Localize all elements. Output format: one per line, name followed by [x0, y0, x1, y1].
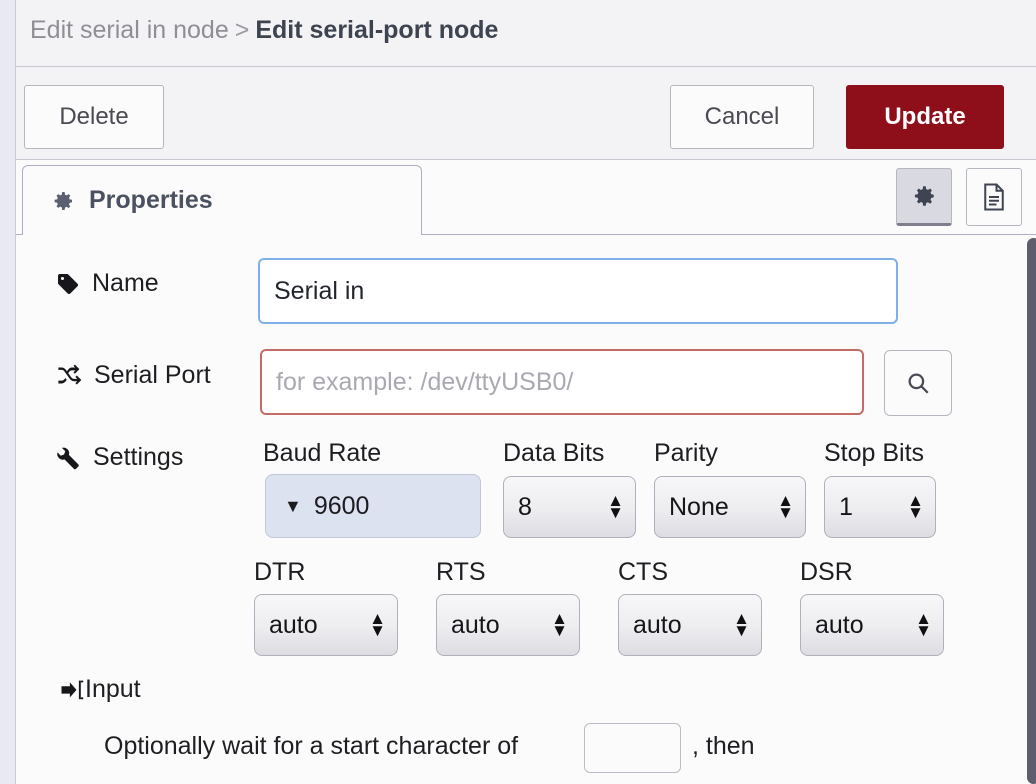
data-bits-wrap: 8 ▲▼: [503, 476, 636, 538]
rts-wrap: auto ▲▼: [436, 594, 580, 656]
dialog-body: Edit serial in node>Edit serial-port nod…: [16, 0, 1036, 784]
baud-rate-combo[interactable]: ▼ 9600: [265, 474, 481, 538]
dsr-label: DSR: [800, 558, 853, 586]
breadcrumb-separator: >: [234, 16, 250, 44]
tab-properties[interactable]: Properties: [22, 165, 422, 235]
settings-label-text: Settings: [93, 443, 184, 471]
cts-wrap: auto ▲▼: [618, 594, 762, 656]
update-button[interactable]: Update: [846, 85, 1004, 149]
tab-properties-label: Properties: [89, 186, 213, 214]
cts-select[interactable]: auto: [618, 594, 762, 656]
parity-wrap: None ▲▼: [654, 476, 806, 538]
cancel-button[interactable]: Cancel: [670, 85, 814, 149]
parity-select[interactable]: None: [654, 476, 806, 538]
row-serial-port: Serial Port: [16, 339, 1016, 429]
start-character-input[interactable]: [584, 723, 681, 773]
breadcrumb: Edit serial in node>Edit serial-port nod…: [30, 16, 498, 45]
chevron-down-icon: ▼: [284, 495, 302, 516]
data-bits-select[interactable]: 8: [503, 476, 636, 538]
gear-icon: [911, 183, 937, 209]
start-character-sentence-before: Optionally wait for a start character of: [104, 732, 519, 760]
tag-icon: [56, 272, 80, 296]
gear-icon: [51, 189, 75, 213]
serial-port-label-text: Serial Port: [94, 361, 211, 389]
serial-port-search-button[interactable]: [884, 350, 952, 416]
breadcrumb-parent[interactable]: Edit serial in node: [30, 16, 229, 44]
serial-port-label: Serial Port: [56, 361, 211, 390]
input-section-label-text: Input: [85, 675, 141, 703]
stop-bits-label: Stop Bits: [824, 439, 925, 467]
tab-bar-underline: [16, 234, 1036, 235]
data-bits-label: Data Bits: [503, 439, 605, 467]
properties-panel-button[interactable]: [896, 168, 952, 226]
dtr-select[interactable]: auto: [254, 594, 398, 656]
serial-port-input[interactable]: [260, 349, 864, 415]
scrollbar-thumb[interactable]: [1027, 238, 1036, 784]
breadcrumb-current: Edit serial-port node: [255, 16, 499, 44]
description-icon: [981, 182, 1007, 212]
dialog-left-edge: [0, 0, 16, 784]
name-input[interactable]: [258, 258, 898, 324]
input-section-label: Input: [60, 675, 141, 704]
settings-label: Settings: [56, 443, 183, 472]
tab-bar: Properties: [16, 160, 1036, 235]
rts-select[interactable]: auto: [436, 594, 580, 656]
row-name: Name: [16, 247, 1016, 337]
dsr-wrap: auto ▲▼: [800, 594, 944, 656]
description-panel-button[interactable]: [966, 168, 1022, 226]
dialog-action-bar: Delete Cancel Update: [16, 67, 1036, 160]
search-icon: [905, 370, 931, 396]
sign-in-icon: [60, 679, 85, 701]
dsr-select[interactable]: auto: [800, 594, 944, 656]
name-label: Name: [56, 269, 159, 298]
row-flow-control: DTR auto ▲▼ RTS auto ▲▼ CTS: [16, 550, 1016, 662]
start-character-sentence-after: , then: [692, 732, 755, 760]
delete-button[interactable]: Delete: [24, 85, 164, 149]
wrench-icon: [56, 446, 81, 470]
parity-label: Parity: [654, 439, 718, 467]
cts-label: CTS: [618, 558, 668, 586]
random-icon: [56, 364, 82, 388]
stop-bits-select[interactable]: 1: [824, 476, 936, 538]
properties-form: Name Serial Port: [16, 235, 1036, 784]
baud-rate-label: Baud Rate: [263, 439, 382, 467]
name-label-text: Name: [92, 269, 159, 297]
row-settings: Settings Baud Rate ▼ 9600 Data Bits 8 ▲▼…: [16, 431, 1016, 543]
dtr-wrap: auto ▲▼: [254, 594, 398, 656]
stop-bits-wrap: 1 ▲▼: [824, 476, 936, 538]
dialog-header: Edit serial in node>Edit serial-port nod…: [16, 0, 1036, 67]
rts-label: RTS: [436, 558, 486, 586]
baud-rate-value: 9600: [313, 491, 370, 520]
dtr-label: DTR: [254, 558, 306, 586]
